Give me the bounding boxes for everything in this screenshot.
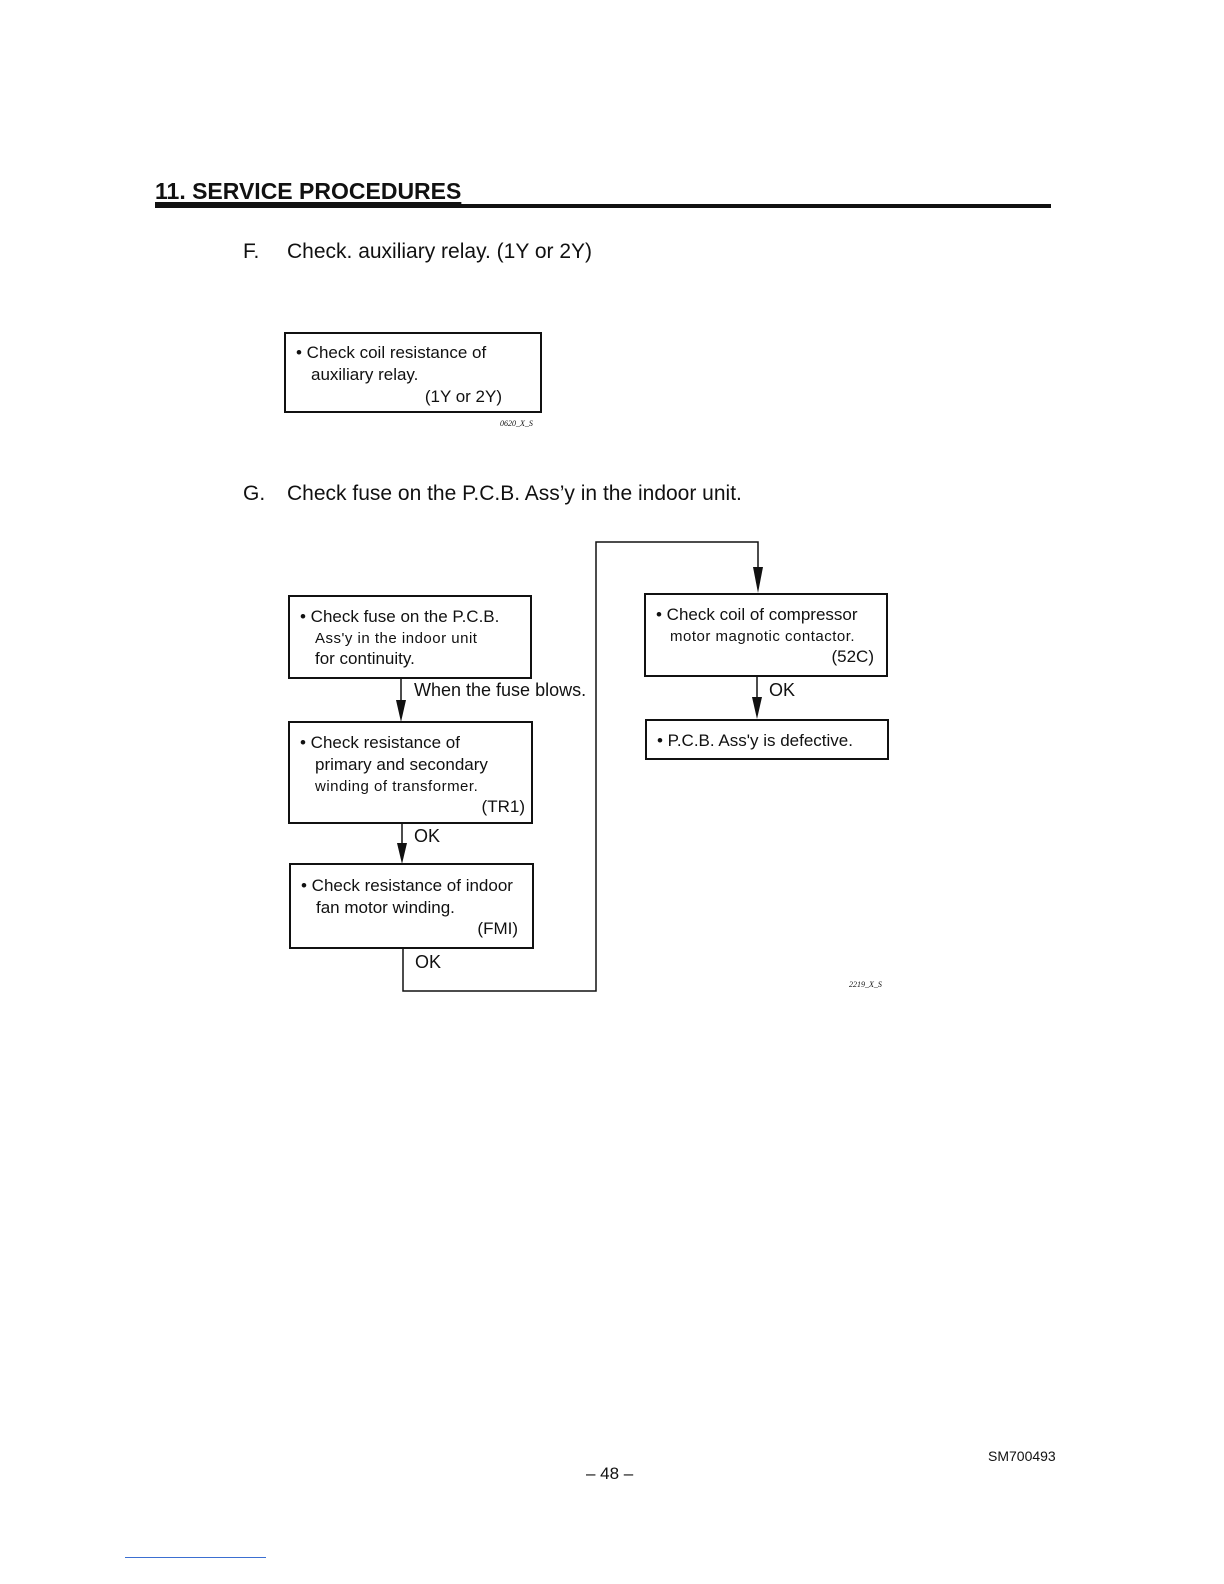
label-ok-transformer: OK	[414, 826, 441, 846]
transformer-line-2: primary and secondary	[315, 755, 488, 774]
heading-rule	[155, 204, 1051, 208]
fan-motor-line-2: fan motor winding.	[316, 898, 455, 917]
aux-relay-line-1: • Check coil resistance of	[296, 343, 487, 362]
fuse-line-3: for continuity.	[315, 649, 415, 668]
fan-motor-check-box: • Check resistance of indoor fan motor w…	[289, 863, 534, 949]
label-ok-contactor: OK	[769, 680, 796, 700]
figure-code-g: 2219_X_S	[849, 980, 882, 989]
step-g-letter: G.	[243, 482, 266, 505]
document-code: SM700493	[988, 1448, 1056, 1464]
fuse-line-1: • Check fuse on the P.C.B.	[300, 607, 500, 626]
section-title: 11. SERVICE PROCEDURES	[155, 178, 462, 204]
aux-relay-box: • Check coil resistance of auxiliary rel…	[284, 332, 542, 413]
contactor-check-box: • Check coil of compressor motor magnoti…	[644, 593, 888, 677]
label-fuse-blows: When the fuse blows.	[414, 680, 587, 700]
transformer-line-3: winding of transformer.	[315, 778, 479, 795]
step-f-heading: F. Check. auxiliary relay. (1Y or 2Y)	[243, 240, 592, 264]
page-number: – 48 –	[586, 1464, 634, 1483]
figure-code-f: 0620_X_S	[500, 419, 533, 428]
step-f-text: Check. auxiliary relay. (1Y or 2Y)	[287, 240, 593, 263]
bottom-link-line	[125, 1557, 266, 1558]
aux-relay-line-2: auxiliary relay.	[311, 365, 419, 384]
transformer-line-1: • Check resistance of	[300, 733, 460, 752]
transformer-line-4: (TR1)	[481, 797, 525, 816]
fan-motor-line-3: (FMI)	[477, 919, 518, 938]
step-g-text: Check fuse on the P.C.B. Ass’y in the in…	[287, 482, 742, 505]
contactor-line-1: • Check coil of compressor	[656, 605, 858, 624]
contactor-line-2: motor magnotic contactor.	[670, 628, 856, 645]
step-g-heading: G. Check fuse on the P.C.B. Ass’y in the …	[243, 482, 742, 506]
label-ok-fan: OK	[415, 952, 442, 972]
contactor-line-3: (52C)	[831, 647, 874, 666]
step-f-letter: F.	[243, 240, 260, 263]
arrowhead-into-contactor	[753, 567, 763, 593]
fuse-line-2: Ass'y in the indoor unit	[315, 630, 478, 647]
transformer-check-box: • Check resistance of primary and second…	[288, 721, 533, 824]
aux-relay-line-3: (1Y or 2Y)	[424, 387, 502, 406]
arrowhead-fuse-transformer	[396, 700, 406, 722]
pcb-defective-box: • P.C.B. Ass'y is defective.	[645, 719, 889, 760]
return-path-line	[402, 541, 759, 992]
arrowhead-transformer-fan	[397, 843, 407, 864]
fan-motor-line-1: • Check resistance of indoor	[301, 876, 513, 895]
pcb-line-1: • P.C.B. Ass'y is defective.	[657, 731, 853, 750]
fuse-check-box: • Check fuse on the P.C.B. Ass'y in the …	[288, 595, 532, 679]
arrowhead-contactor-pcb	[752, 697, 762, 719]
